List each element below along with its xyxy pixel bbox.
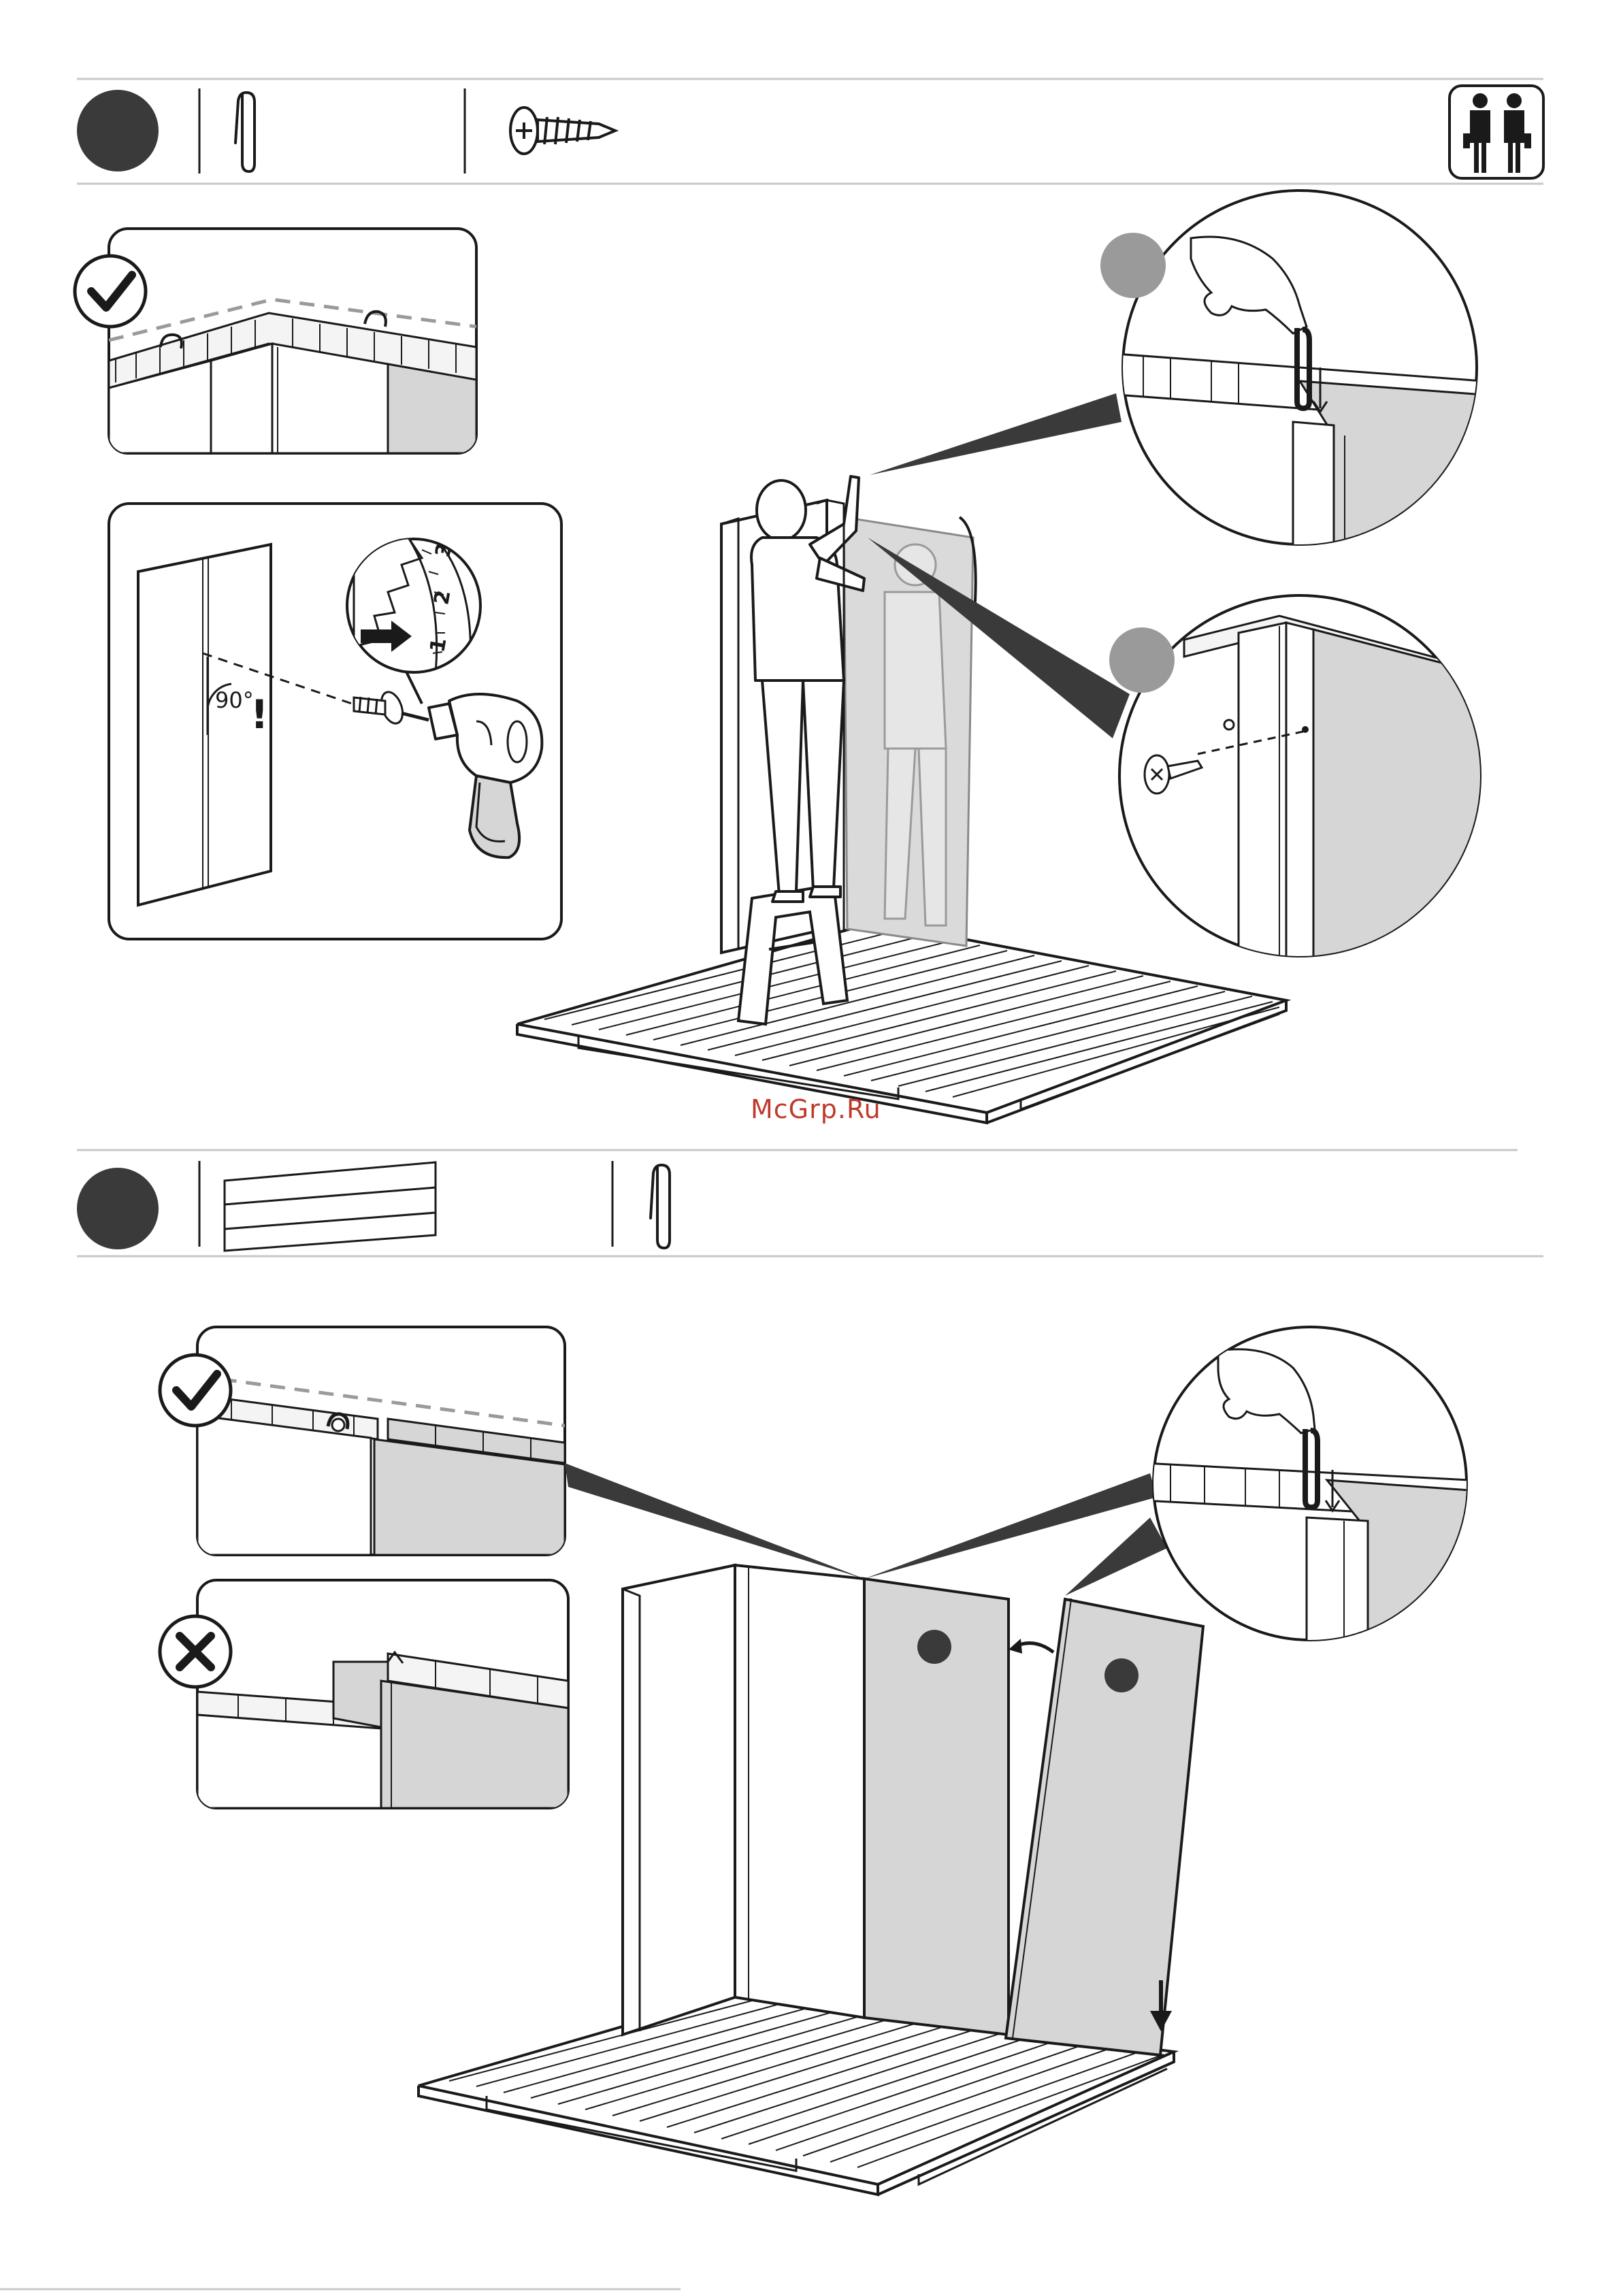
check-icon bbox=[160, 1355, 231, 1426]
clip-icon bbox=[651, 1165, 670, 1248]
two-people-icon bbox=[1450, 86, 1543, 178]
clip-icon bbox=[235, 93, 255, 171]
zoom-circle-clip-insert bbox=[1100, 191, 1484, 558]
step-2-number-badge bbox=[77, 1168, 159, 1249]
cross-icon bbox=[160, 1616, 231, 1687]
step1-header bbox=[77, 79, 1543, 184]
detail-box-drill: 90° ! bbox=[109, 504, 561, 939]
check-icon bbox=[75, 256, 146, 327]
angle-label: 90° bbox=[215, 687, 254, 713]
zoom-circle-clip-insert-step2 bbox=[1143, 1327, 1470, 1647]
warning-mark: ! bbox=[250, 691, 268, 738]
step2-header bbox=[77, 1150, 1543, 1256]
step-1-number-badge bbox=[77, 90, 159, 171]
zoom-circle-screw bbox=[1109, 595, 1484, 966]
detail-box-incorrect bbox=[160, 1580, 568, 1808]
watermark: McGrp.Ru bbox=[751, 1094, 881, 1124]
detail-box-correct-bottom bbox=[160, 1327, 565, 1555]
step2-main-scene bbox=[419, 1463, 1203, 2195]
screw-icon bbox=[510, 108, 615, 154]
wall-panel-icon bbox=[225, 1162, 436, 1251]
detail-box-correct-top bbox=[75, 229, 476, 453]
